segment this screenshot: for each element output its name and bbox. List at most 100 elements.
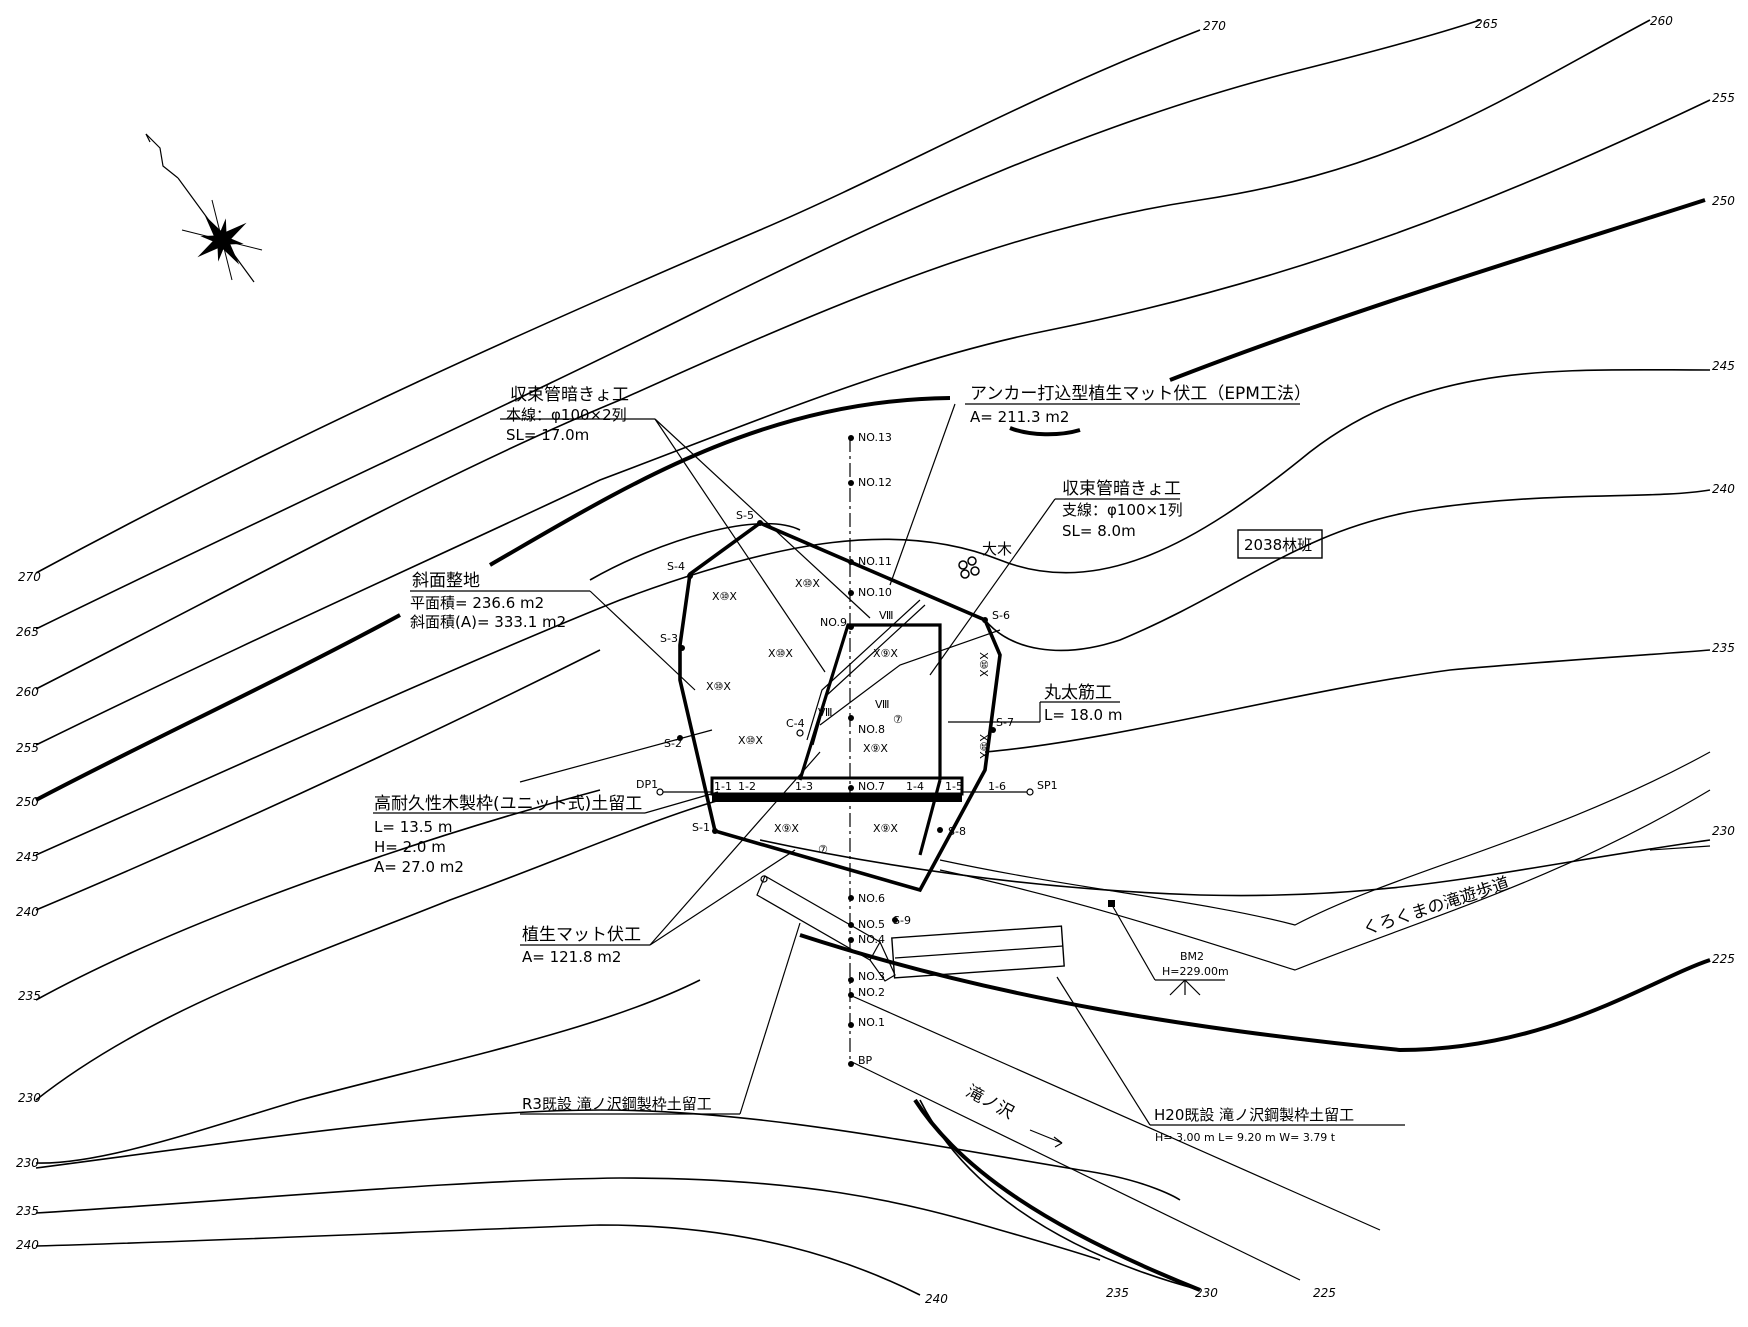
wood-frame-structure <box>710 776 964 802</box>
contour-label: 260 <box>1650 14 1673 28</box>
compartment-label: 2038林班 <box>1244 536 1312 554</box>
drain-main-title: 収束管暗きょ工 <box>510 385 629 405</box>
bm2-name: BM2 <box>1180 950 1204 963</box>
slope-point-label: S-8 <box>948 825 966 838</box>
mat-symbol: X⑩X <box>795 577 820 590</box>
slope-point-label: S-9 <box>893 914 911 927</box>
mat-title: 植生マット伏工 <box>522 925 641 945</box>
mat-symbol: ⑦ <box>818 843 828 856</box>
stream-banks <box>851 995 1381 1281</box>
mat-symbol: X⑩X <box>768 647 793 660</box>
epm-area <box>798 623 942 856</box>
slope-point-label: S-5 <box>736 509 754 522</box>
bm2-icon <box>1108 900 1201 996</box>
mat-symbol: X⑨X <box>873 822 898 835</box>
station-label: NO.6 <box>858 892 885 905</box>
contour-label: 235 <box>1712 641 1735 655</box>
station-label: NO.13 <box>858 431 892 444</box>
drain-pipes <box>806 599 1001 746</box>
mat-symbol: Ⅷ <box>818 706 833 719</box>
bm2-height: H=229.00m <box>1162 965 1229 978</box>
contour-label: 245 <box>16 850 39 864</box>
wood-frame-title: 高耐久性木製枠(ユニット式)土留工 <box>374 794 642 814</box>
h20-title: H20既設 滝ノ沢鋼製枠土留工 <box>1154 1106 1354 1124</box>
contour-label: 255 <box>1712 91 1735 105</box>
contour-label: 230 <box>1195 1286 1218 1300</box>
station-label: BP <box>858 1054 873 1067</box>
contour-label: 225 <box>1313 1286 1336 1300</box>
frame-unit-label: 1-3 <box>795 780 813 793</box>
contour-label: 240 <box>16 1238 39 1252</box>
station-label: NO.10 <box>858 586 892 599</box>
contour-label: 235 <box>16 1204 39 1218</box>
station-labels: NO.13 NO.12 NO.11 NO.10 NO.9 NO.8 NO.7 N… <box>820 431 892 1067</box>
slope-point-label: S-3 <box>660 632 678 645</box>
station-label: NO.2 <box>858 986 885 999</box>
station-label: NO.3 <box>858 970 885 983</box>
station-label: NO.7 <box>858 780 885 793</box>
contour-lines <box>35 19 1711 1296</box>
station-markers <box>848 435 854 1067</box>
slope-point-label: C-4 <box>786 717 805 730</box>
h20-steel-frame <box>891 925 1065 979</box>
slope-polygon <box>678 520 1002 893</box>
slope-point-label: S-7 <box>996 716 1014 729</box>
slope-line1: 平面積= 236.6 m2 <box>410 594 544 612</box>
drain-branch-line2: SL= 8.0m <box>1062 522 1136 540</box>
annotation-h20: H20既設 滝ノ沢鋼製枠土留工 H= 3.00 m L= 9.20 m W= 3… <box>1154 1106 1354 1144</box>
annotation-r3: R3既設 滝ノ沢鋼製枠土留工 <box>522 1095 712 1113</box>
frame-unit-label: 1-6 <box>988 780 1006 793</box>
slope-point-markers <box>656 520 1034 923</box>
frame-unit-label: 1-4 <box>906 780 924 793</box>
slope-title: 斜面整地 <box>412 571 480 591</box>
slope-point-label: S-6 <box>992 609 1010 622</box>
contour-label: 240 <box>925 1292 948 1306</box>
leader-lines <box>373 403 1405 1126</box>
station-label: NO.8 <box>858 723 885 736</box>
north-arrow-icon <box>145 133 263 283</box>
station-label: NO.1 <box>858 1016 885 1029</box>
contour-label: 250 <box>16 795 39 809</box>
frame-unit-label: 1-2 <box>738 780 756 793</box>
r3-steel-frame <box>756 875 896 982</box>
contour-label: 265 <box>1475 17 1498 31</box>
contour-label: 270 <box>18 570 41 584</box>
contour-label: 240 <box>1712 482 1735 496</box>
annotation-epm: アンカー打込型植生マット伏工（EPM工法） A= 211.3 m2 <box>970 384 1311 426</box>
mat-symbols: X⑩X X⑩X X⑩X X⑩X X⑩X X⑨X X⑨X X⑨X X⑨X X⑩X … <box>706 577 990 856</box>
station-label: NO.5 <box>858 918 885 931</box>
contour-label: 235 <box>18 989 41 1003</box>
mat-symbol: Ⅷ <box>875 698 890 711</box>
drain-branch-line1: 支線：φ100×1列 <box>1062 501 1183 519</box>
drain-branch-title: 収束管暗きょ工 <box>1062 479 1181 499</box>
annotation-drain-branch: 収束管暗きょ工 支線：φ100×1列 SL= 8.0m <box>1062 479 1183 540</box>
trail-lines <box>939 751 1711 971</box>
mat-symbol: X⑩X <box>977 734 990 759</box>
contour-label: 230 <box>18 1091 41 1105</box>
mat-symbol: X⑩X <box>977 652 990 677</box>
drain-main-line1: 本線：φ100×2列 <box>506 406 627 424</box>
station-label: NO.9 <box>820 616 847 629</box>
mat-symbol: X⑨X <box>863 742 888 755</box>
mat-symbol: X⑩X <box>738 734 763 747</box>
contour-label: 250 <box>1712 194 1735 208</box>
station-label: NO.11 <box>858 555 892 568</box>
mat-symbol: X⑨X <box>774 822 799 835</box>
slope-line2: 斜面積(A)= 333.1 m2 <box>410 613 566 631</box>
mat-symbol: X⑩X <box>712 590 737 603</box>
frame-unit-label: 1-5 <box>945 780 963 793</box>
reference-point-label: SP1 <box>1037 779 1058 792</box>
contour-labels: 270 265 260 255 250 245 240 235 230 225 … <box>16 14 1735 1306</box>
slope-point-label: S-1 <box>692 821 710 834</box>
annotation-log: 丸太筋工 L= 18.0 m <box>1044 683 1122 724</box>
slope-point-label: S-2 <box>664 737 682 750</box>
station-label: NO.12 <box>858 476 892 489</box>
wood-frame-line2: H= 2.0 m <box>374 838 446 856</box>
contour-label: 230 <box>1712 824 1735 838</box>
mat-symbol: X⑩X <box>706 680 731 693</box>
big-tree-icon <box>958 556 980 579</box>
annotation-drain-main: 収束管暗きょ工 本線：φ100×2列 SL= 17.0m <box>506 385 629 444</box>
contour-label: 240 <box>16 905 39 919</box>
station-label: NO.4 <box>858 933 885 946</box>
